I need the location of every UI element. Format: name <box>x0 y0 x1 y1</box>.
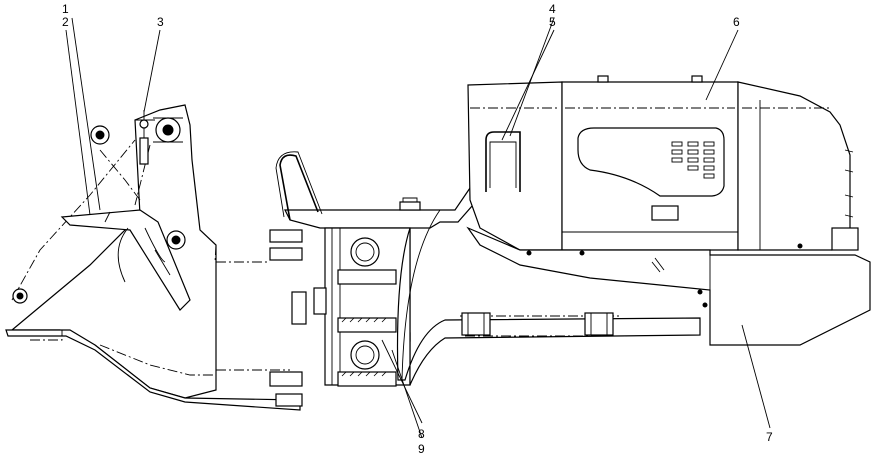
engine-module <box>466 75 871 346</box>
callout-2: 2 <box>62 15 69 29</box>
leader-lines <box>65 17 771 439</box>
vent-slots <box>671 141 715 179</box>
front-boom-assembly <box>5 104 301 411</box>
callout-6: 6 <box>733 15 740 29</box>
callout-4: 4 <box>549 2 556 16</box>
callout-7: 7 <box>766 430 773 444</box>
callout-3: 3 <box>157 15 164 29</box>
center-frame <box>269 151 701 407</box>
callout-8: 8 <box>418 427 425 441</box>
callout-5: 5 <box>549 15 556 29</box>
callout-1: 1 <box>62 2 69 16</box>
callout-9: 9 <box>418 442 425 456</box>
callout-labels: 1 2 3 4 5 6 7 8 9 <box>62 2 773 456</box>
